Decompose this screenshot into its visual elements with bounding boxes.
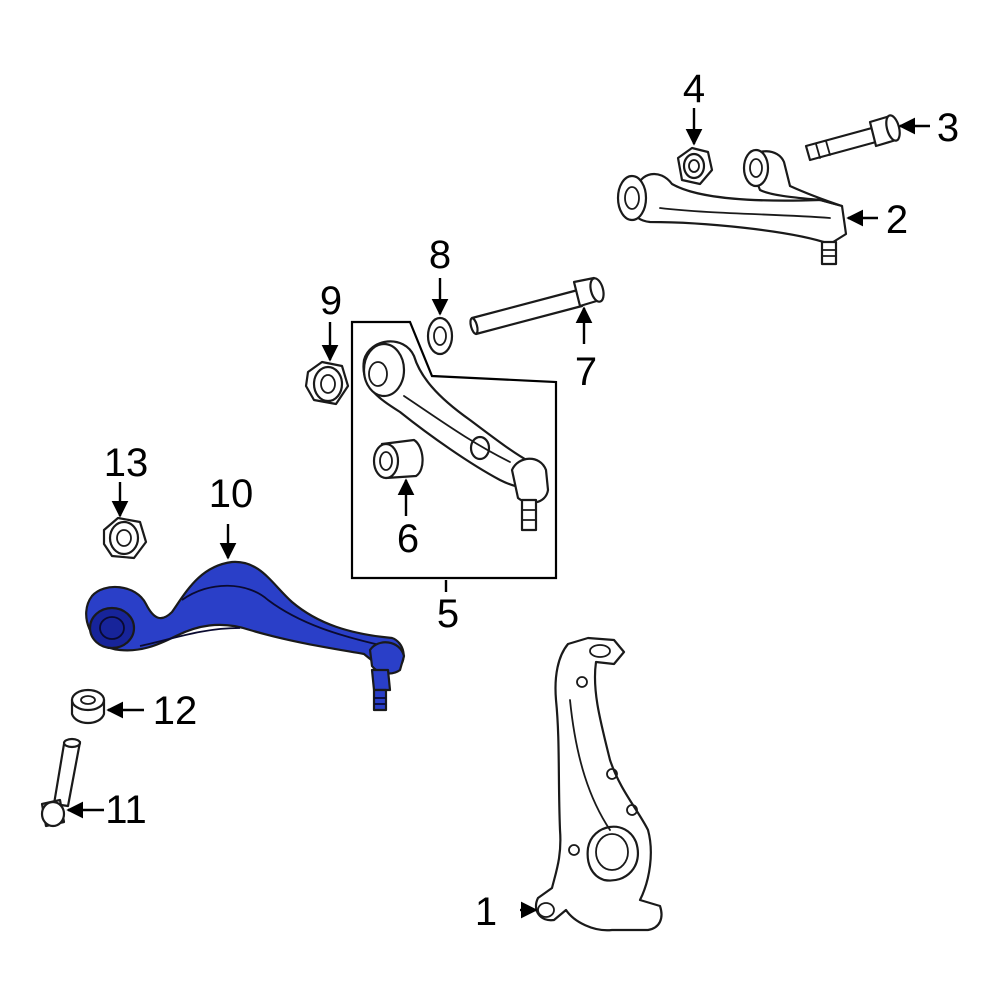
bolt-part-7[interactable]	[469, 276, 606, 336]
assembly-group-box	[350, 320, 558, 580]
nut-part-9[interactable]	[304, 360, 350, 406]
upper-control-arm-part[interactable]	[616, 148, 848, 266]
upper-arm-bolt-part[interactable]	[804, 114, 902, 162]
callout-9: 9	[320, 279, 342, 323]
callout-labels: 1 2 3 4 5 6 7 8 9 10 11 12 13	[104, 67, 959, 934]
callout-3: 3	[937, 106, 959, 150]
callout-8: 8	[429, 233, 451, 277]
steering-knuckle-part[interactable]	[534, 636, 663, 932]
callout-7: 7	[575, 350, 597, 394]
bolt-part-11[interactable]	[40, 737, 82, 828]
control-arm-bushing	[88, 606, 136, 650]
upper-arm-nut-part[interactable]	[676, 146, 714, 186]
nut-part-13[interactable]	[102, 516, 148, 560]
callout-12: 12	[153, 689, 198, 733]
bushing-part-6[interactable]	[372, 438, 424, 480]
lower-control-arm-highlighted-part[interactable]	[85, 560, 406, 712]
washer-part-12[interactable]	[70, 688, 106, 725]
callout-2: 2	[886, 198, 908, 242]
callout-1: 1	[475, 890, 497, 934]
callout-4: 4	[683, 67, 705, 111]
washer-part-8[interactable]	[426, 316, 454, 356]
callout-11: 11	[105, 788, 147, 832]
callout-6: 6	[397, 517, 419, 561]
callout-13: 13	[104, 441, 149, 485]
lower-arm-assembly-part[interactable]	[362, 340, 550, 532]
callout-5: 5	[437, 592, 459, 636]
leader-lines	[66, 108, 930, 919]
callout-10: 10	[209, 472, 254, 516]
